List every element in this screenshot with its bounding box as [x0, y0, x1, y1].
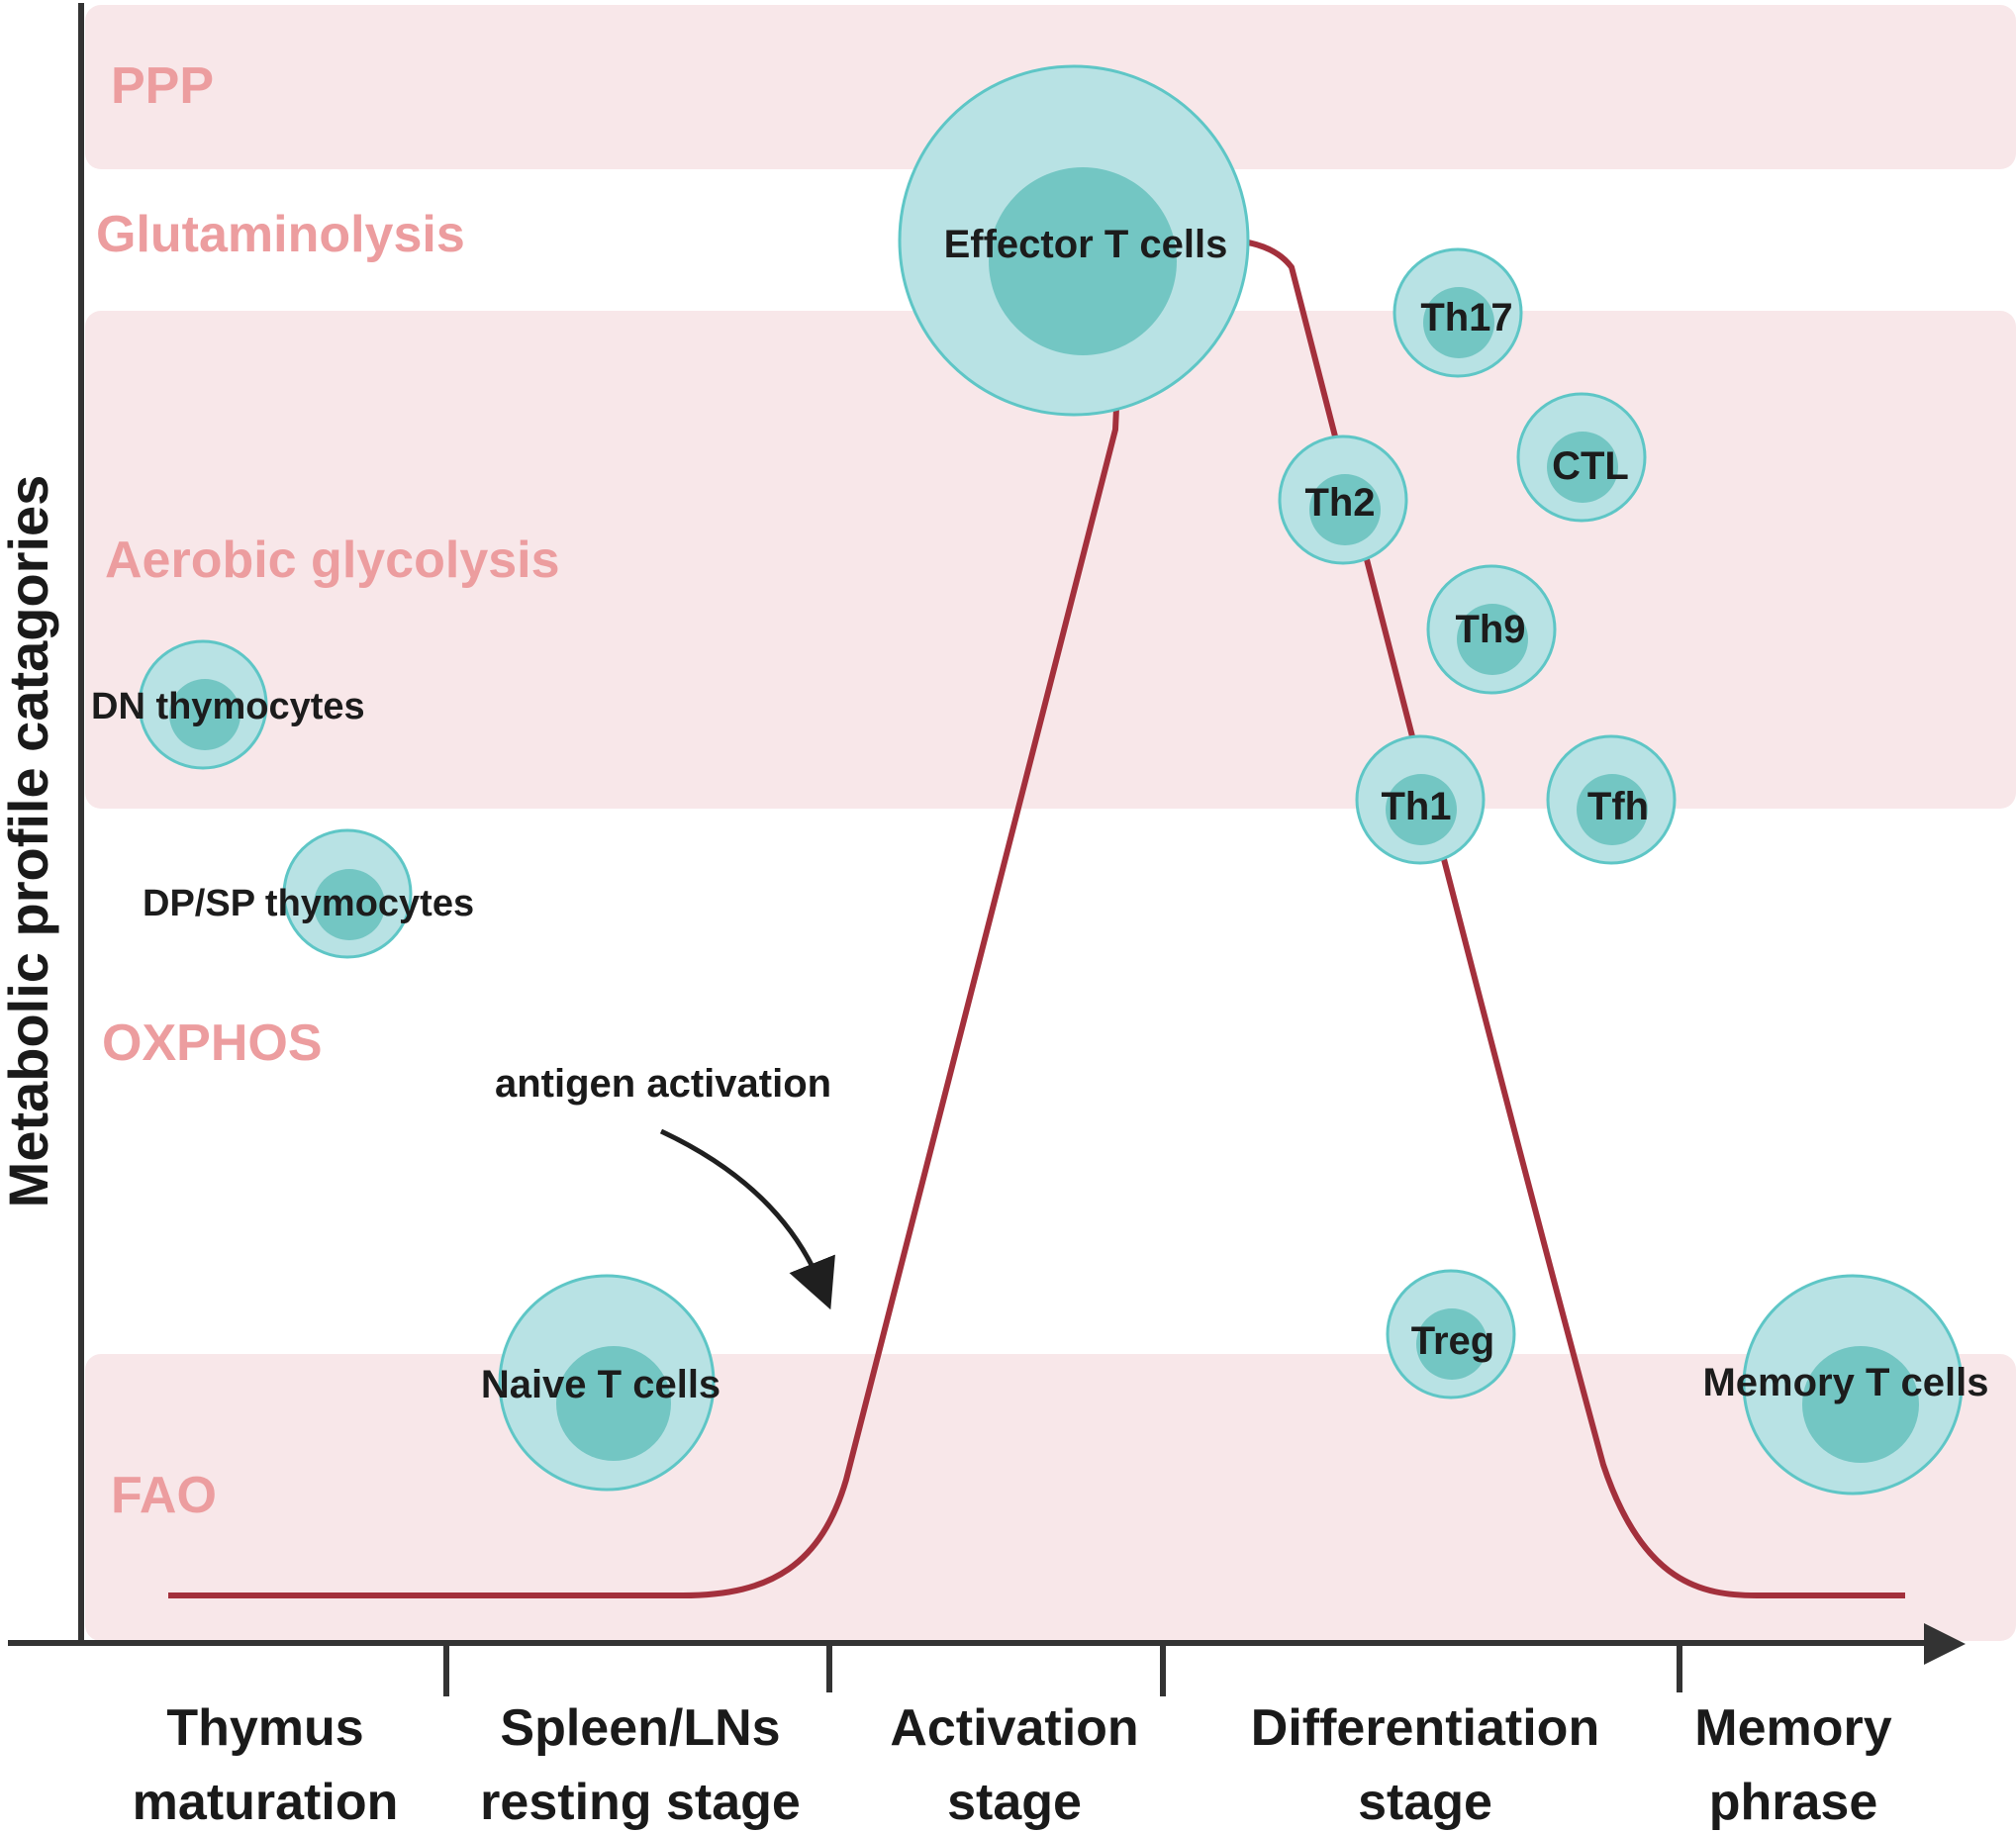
cell-th9: Th9: [1426, 564, 1557, 695]
cell-dn-thymocytes: DN thymocytes: [91, 639, 365, 770]
cell-th1-label: Th1: [1381, 785, 1451, 828]
cell-dpsp-thymocytes-label: DP/SP thymocytes: [143, 883, 474, 924]
cell-th2-label: Th2: [1304, 481, 1375, 525]
stage-thymus-line1: Thymus: [166, 1699, 363, 1757]
stage-memory-line1: Memory: [1694, 1699, 1891, 1757]
category-label-aerobic-glycolysis: Aerobic glycolysis: [105, 531, 560, 589]
cell-tfh-label: Tfh: [1587, 785, 1649, 828]
stage-spleen-line1: Spleen/LNs: [500, 1699, 780, 1757]
y-axis-title: Metabolic profile catagories: [0, 475, 59, 1208]
cell-th17-label: Th17: [1420, 296, 1512, 339]
category-label-glutaminolysis: Glutaminolysis: [96, 206, 465, 263]
antigen-activation-label: antigen activation: [495, 1062, 831, 1106]
cell-naive-t: Naive T cells: [481, 1274, 720, 1492]
stage-differentiation-line1: Differentiation: [1251, 1699, 1599, 1757]
antigen-activation-arrow: [659, 1128, 835, 1310]
stage-thymus-line2: maturation: [133, 1774, 399, 1831]
cell-treg-label: Treg: [1411, 1319, 1494, 1363]
cell-th17: Th17: [1392, 247, 1523, 378]
category-label-ppp: PPP: [111, 57, 214, 115]
cell-th1: Th1: [1355, 734, 1486, 865]
cell-th2: Th2: [1278, 434, 1408, 565]
x-axis-arrowhead: [1924, 1623, 1966, 1665]
stage-activation-line2: stage: [947, 1774, 1082, 1831]
cell-naive-t-label: Naive T cells: [481, 1363, 720, 1406]
cell-th9-label: Th9: [1455, 608, 1525, 651]
cell-memory-t-label: Memory T cells: [1702, 1361, 1988, 1404]
stage-spleen-line2: resting stage: [480, 1774, 801, 1831]
cell-effector-t-label: Effector T cells: [944, 223, 1228, 266]
cell-ctl: CTL: [1516, 392, 1647, 523]
cell-tfh: Tfh: [1546, 734, 1677, 865]
category-label-oxphos: OXPHOS: [102, 1014, 323, 1072]
stage-differentiation: Differentiation stage: [1251, 1699, 1599, 1831]
cell-effector-t: Effector T cells: [898, 64, 1250, 417]
category-label-fao: FAO: [111, 1467, 217, 1524]
stage-activation-line1: Activation: [890, 1699, 1138, 1757]
stage-differentiation-line2: stage: [1358, 1774, 1492, 1831]
stage-activation: Activation stage: [890, 1699, 1138, 1831]
cell-memory-t: Memory T cells: [1702, 1274, 1989, 1495]
stage-memory-line2: phrase: [1709, 1774, 1878, 1831]
stage-thymus: Thymus maturation: [133, 1699, 399, 1831]
cell-treg: Treg: [1386, 1269, 1516, 1399]
cell-dn-thymocytes-label: DN thymocytes: [91, 686, 365, 727]
cell-dpsp-thymocytes: DP/SP thymocytes: [143, 828, 474, 959]
cell-ctl-label: CTL: [1552, 444, 1629, 488]
stage-memory: Memory phrase: [1694, 1699, 1891, 1831]
stage-spleen: Spleen/LNs resting stage: [480, 1699, 801, 1831]
